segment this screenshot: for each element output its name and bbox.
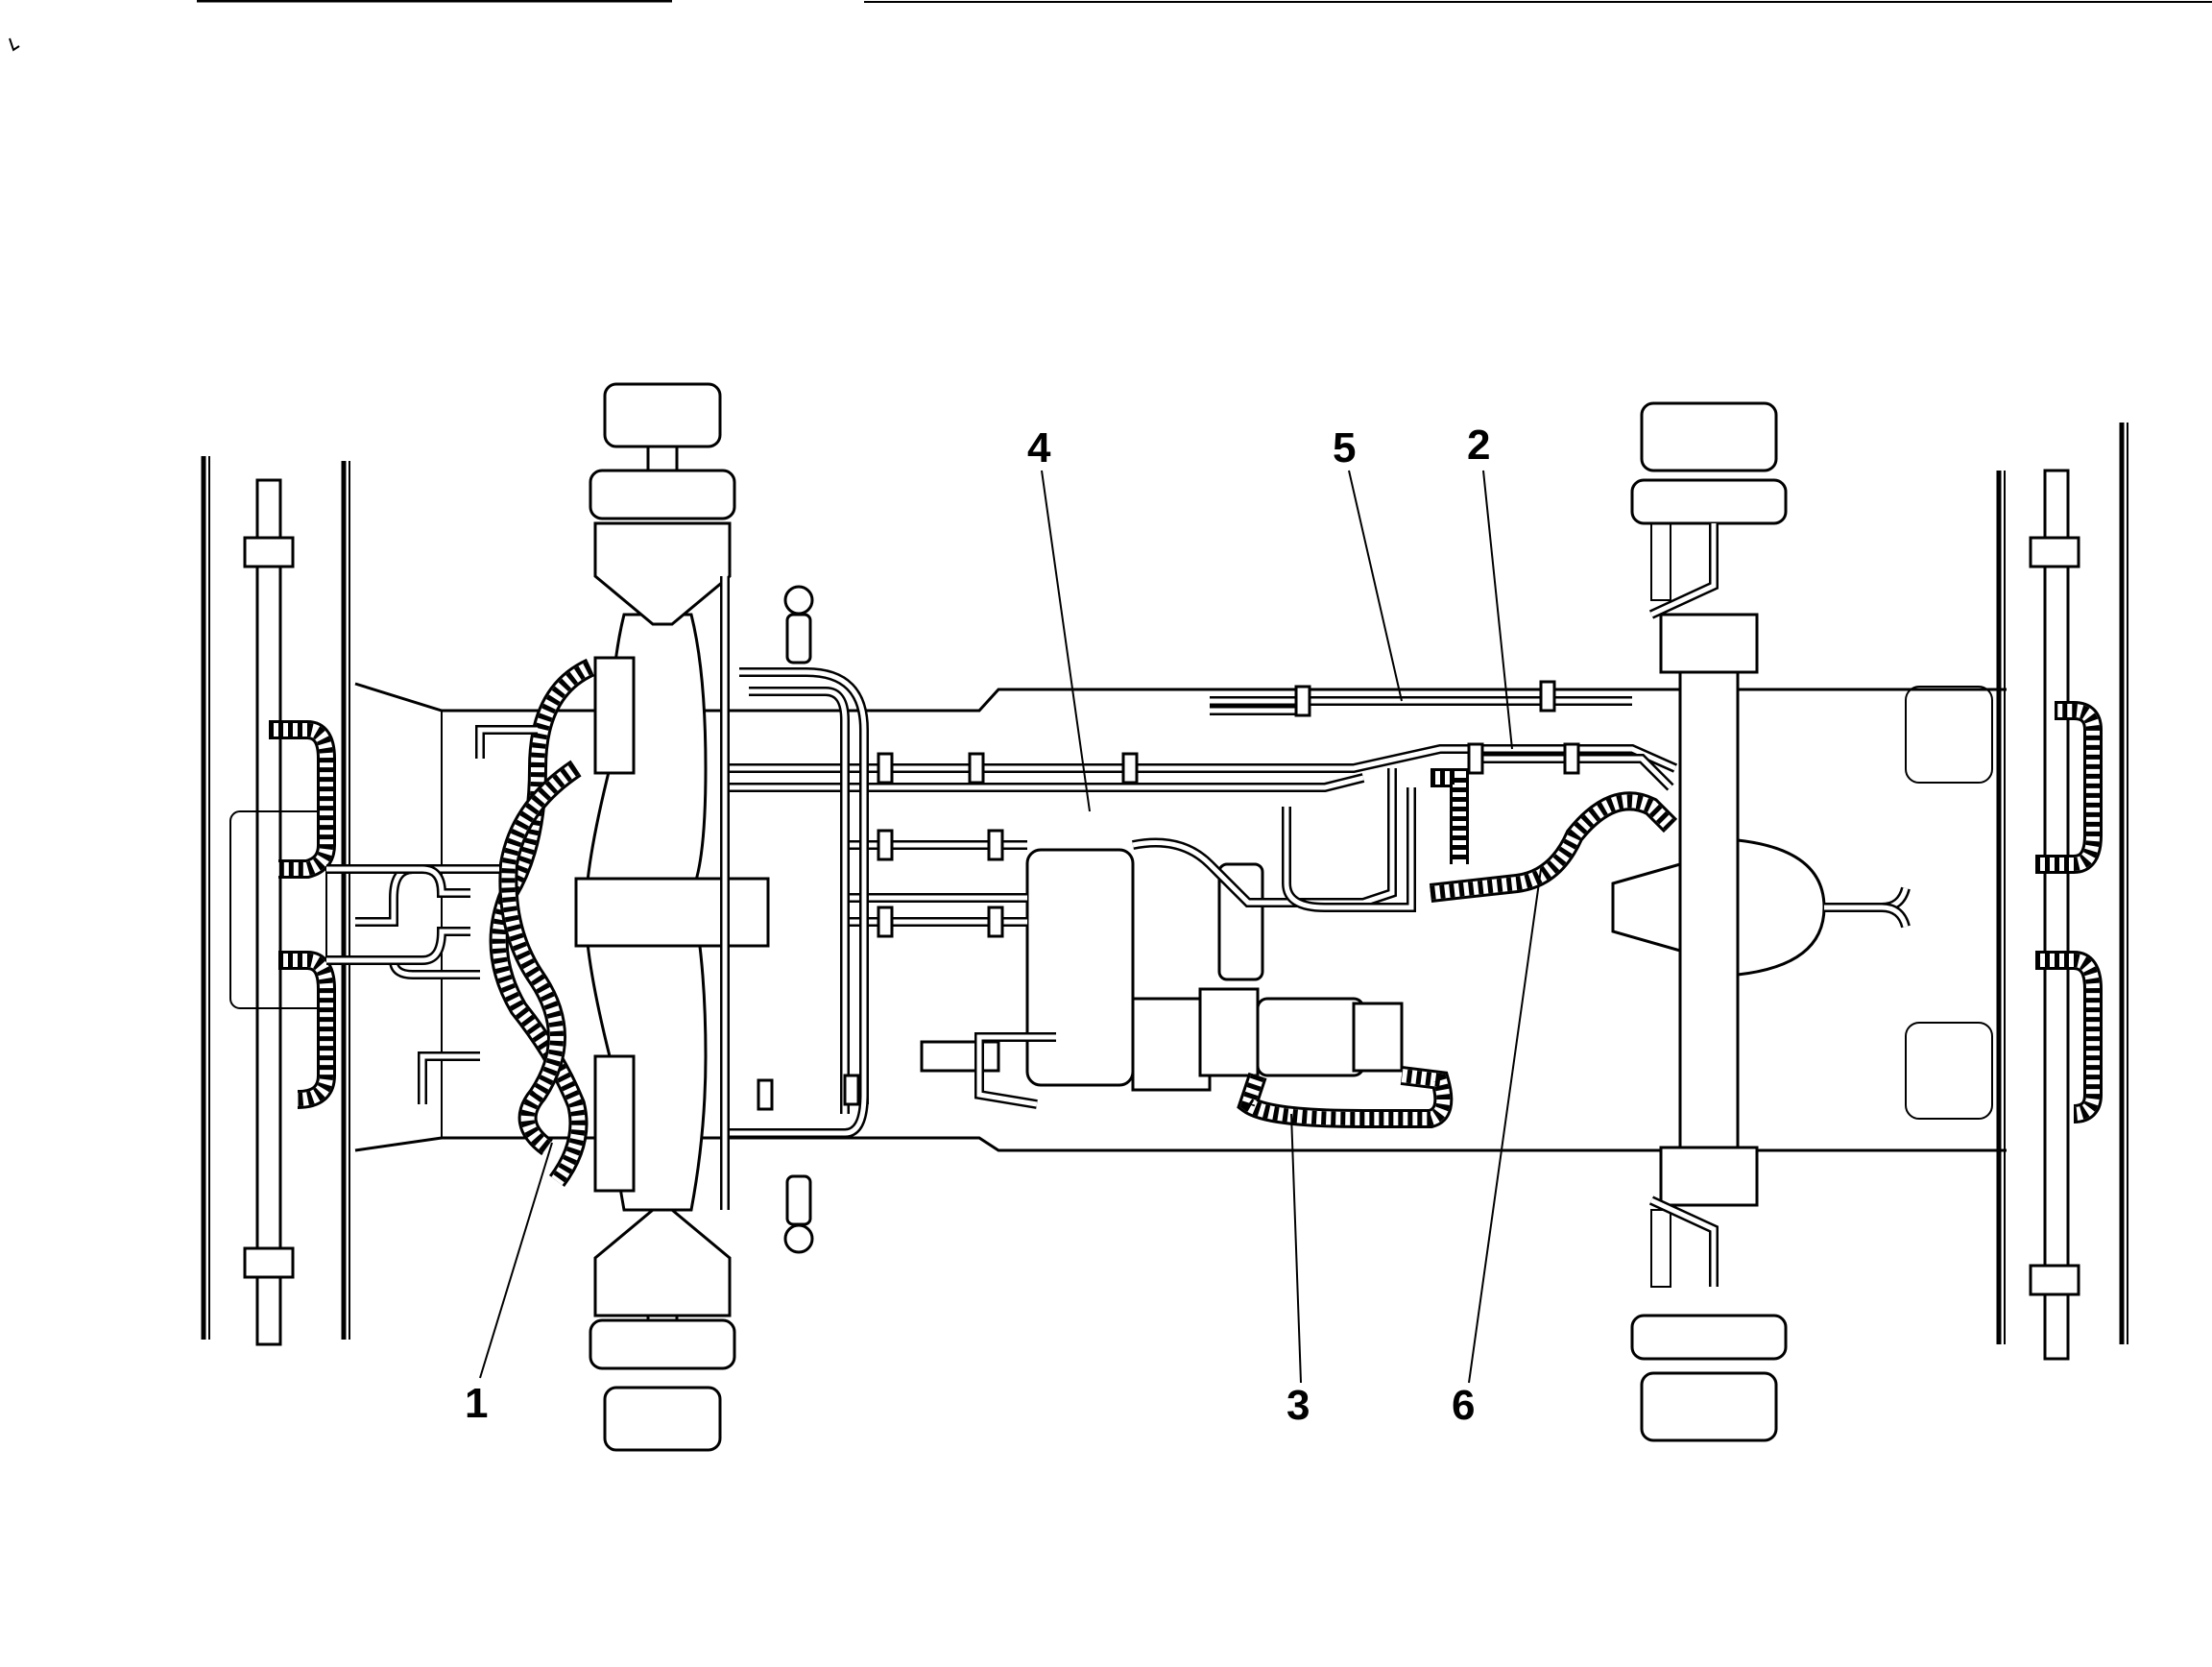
left-trailer-axle: [229, 478, 336, 1346]
main-pipe-bundle: [720, 576, 1678, 1210]
front-axle: [574, 382, 814, 1452]
callout-label-4: 4: [1027, 424, 1051, 471]
pipe-clips: [757, 680, 1580, 1111]
rear-axle-pipes: [1648, 523, 1911, 1287]
flex-hose-3: [1237, 1066, 1454, 1128]
right-trailer-axle: [1905, 469, 2103, 1361]
left-outer-rails: [201, 456, 350, 1340]
left-coupling-pipes: [326, 864, 470, 965]
right-outer-rails: [1996, 423, 2128, 1344]
callout-label-1: 1: [465, 1380, 489, 1427]
front-hoses-1: [355, 658, 595, 1187]
leader-lines: [479, 470, 1542, 1384]
callout-label-6: 6: [1452, 1382, 1476, 1429]
flex-hose-6: [1429, 768, 1678, 903]
rear-axle: [1611, 401, 1826, 1442]
scan-speck: [9, 37, 20, 52]
callout-label-3: 3: [1286, 1382, 1310, 1429]
scan-top-border: [197, 0, 2212, 3]
callout-label-2: 2: [1467, 422, 1491, 469]
callout-label-5: 5: [1333, 424, 1357, 471]
master-cylinder: [920, 848, 1404, 1092]
chassis-frame: [354, 682, 2007, 1152]
